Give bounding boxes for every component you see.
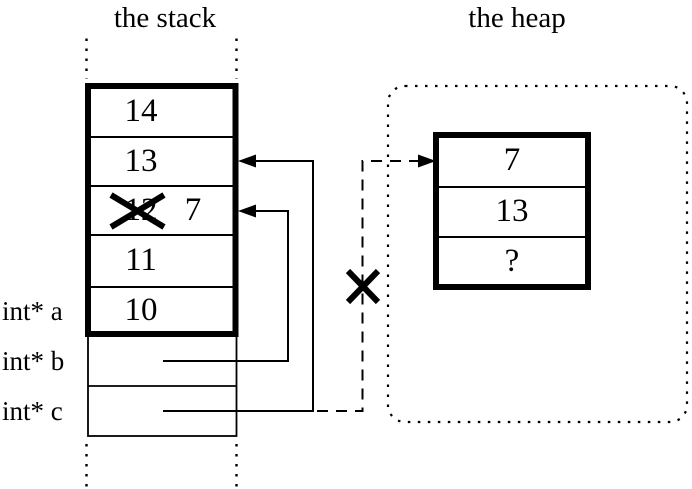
dangling-pointer-arrowhead-icon (418, 154, 436, 168)
pointer-b-label: int* b (2, 346, 65, 376)
heap-cell-value: ? (504, 243, 520, 279)
heap-cell-value: 13 (495, 193, 529, 229)
heap-box (433, 132, 591, 290)
heap-cell-value: 7 (503, 142, 521, 178)
stack-cell-value: 13 (124, 143, 158, 179)
pointer-b-line (163, 210, 289, 362)
pointer-a-label: int* a (2, 296, 63, 326)
stack-cell-value: 14 (124, 93, 158, 129)
pointer-c-arrowhead-icon (238, 154, 256, 168)
pointer-c-label: int* c (2, 396, 63, 426)
pointer-b-arrowhead-icon (238, 204, 256, 218)
overwritten-value-x-icon (109, 192, 166, 230)
stack-cell-old-value: 12 (124, 192, 158, 228)
stack-cell-new-value: 7 (184, 192, 202, 228)
stack-cell-value: 10 (124, 292, 158, 328)
heap-title: the heap (468, 2, 566, 34)
invalidated-pointer-x-icon (345, 268, 381, 305)
pointer-c-line (163, 160, 314, 412)
stack-title: the stack (113, 2, 217, 34)
stack-cell-value: 11 (125, 242, 157, 278)
stack-frame-box (85, 83, 239, 337)
heap-region-dotted-outline (386, 84, 689, 424)
dangling-pointer-dashed-line (317, 160, 418, 412)
